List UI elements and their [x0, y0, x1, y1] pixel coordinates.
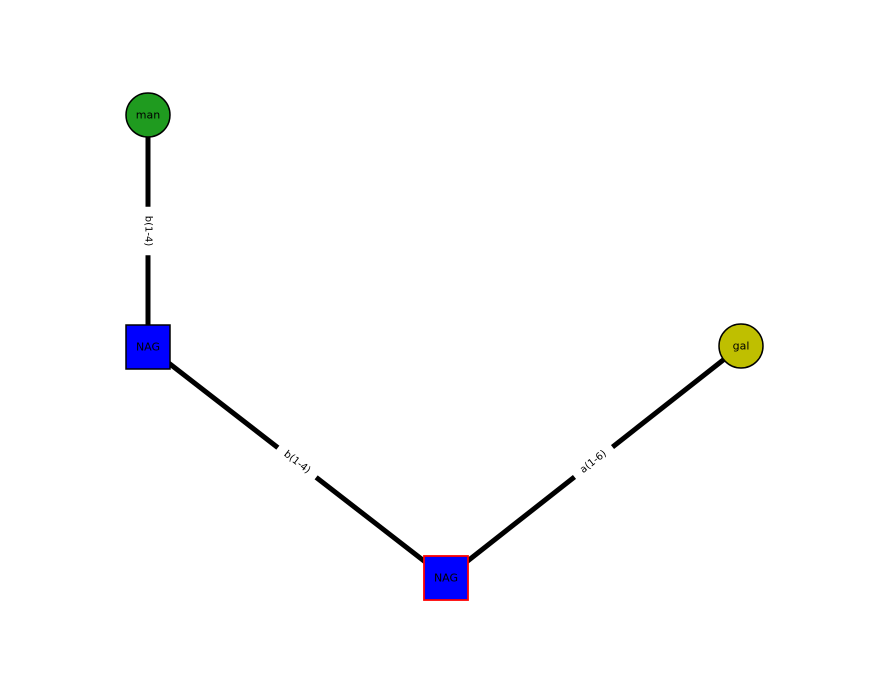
edge-labels-layer: b(1-4) b(1-4) a(1-6) [139, 206, 617, 484]
edge-label-bbox [570, 441, 617, 483]
edge-label-bbox [139, 206, 157, 256]
edge-label-bbox [273, 441, 321, 484]
node-label: gal [733, 340, 750, 353]
node-shape-circle[interactable] [718, 323, 764, 369]
edge-label-group-nag2-gal: a(1-6) [570, 441, 617, 483]
node-nag1[interactable]: NAG [125, 324, 171, 370]
node-gal[interactable]: gal [718, 323, 764, 369]
node-shape-square[interactable] [423, 555, 469, 601]
node-shape-circle[interactable] [125, 92, 171, 138]
node-nag2[interactable]: NAG [423, 555, 469, 601]
node-shape-square[interactable] [125, 324, 171, 370]
edge-label-group-man-nag1: b(1-4) [139, 206, 157, 256]
edge-label: b(1-4) [143, 216, 154, 247]
edge-label-group-nag1-nag2: b(1-4) [273, 441, 321, 484]
edges-layer [145, 115, 743, 580]
node-label: NAG [434, 572, 458, 585]
node-man[interactable]: man [125, 92, 171, 138]
node-label: man [136, 109, 160, 122]
node-label: NAG [136, 341, 160, 354]
